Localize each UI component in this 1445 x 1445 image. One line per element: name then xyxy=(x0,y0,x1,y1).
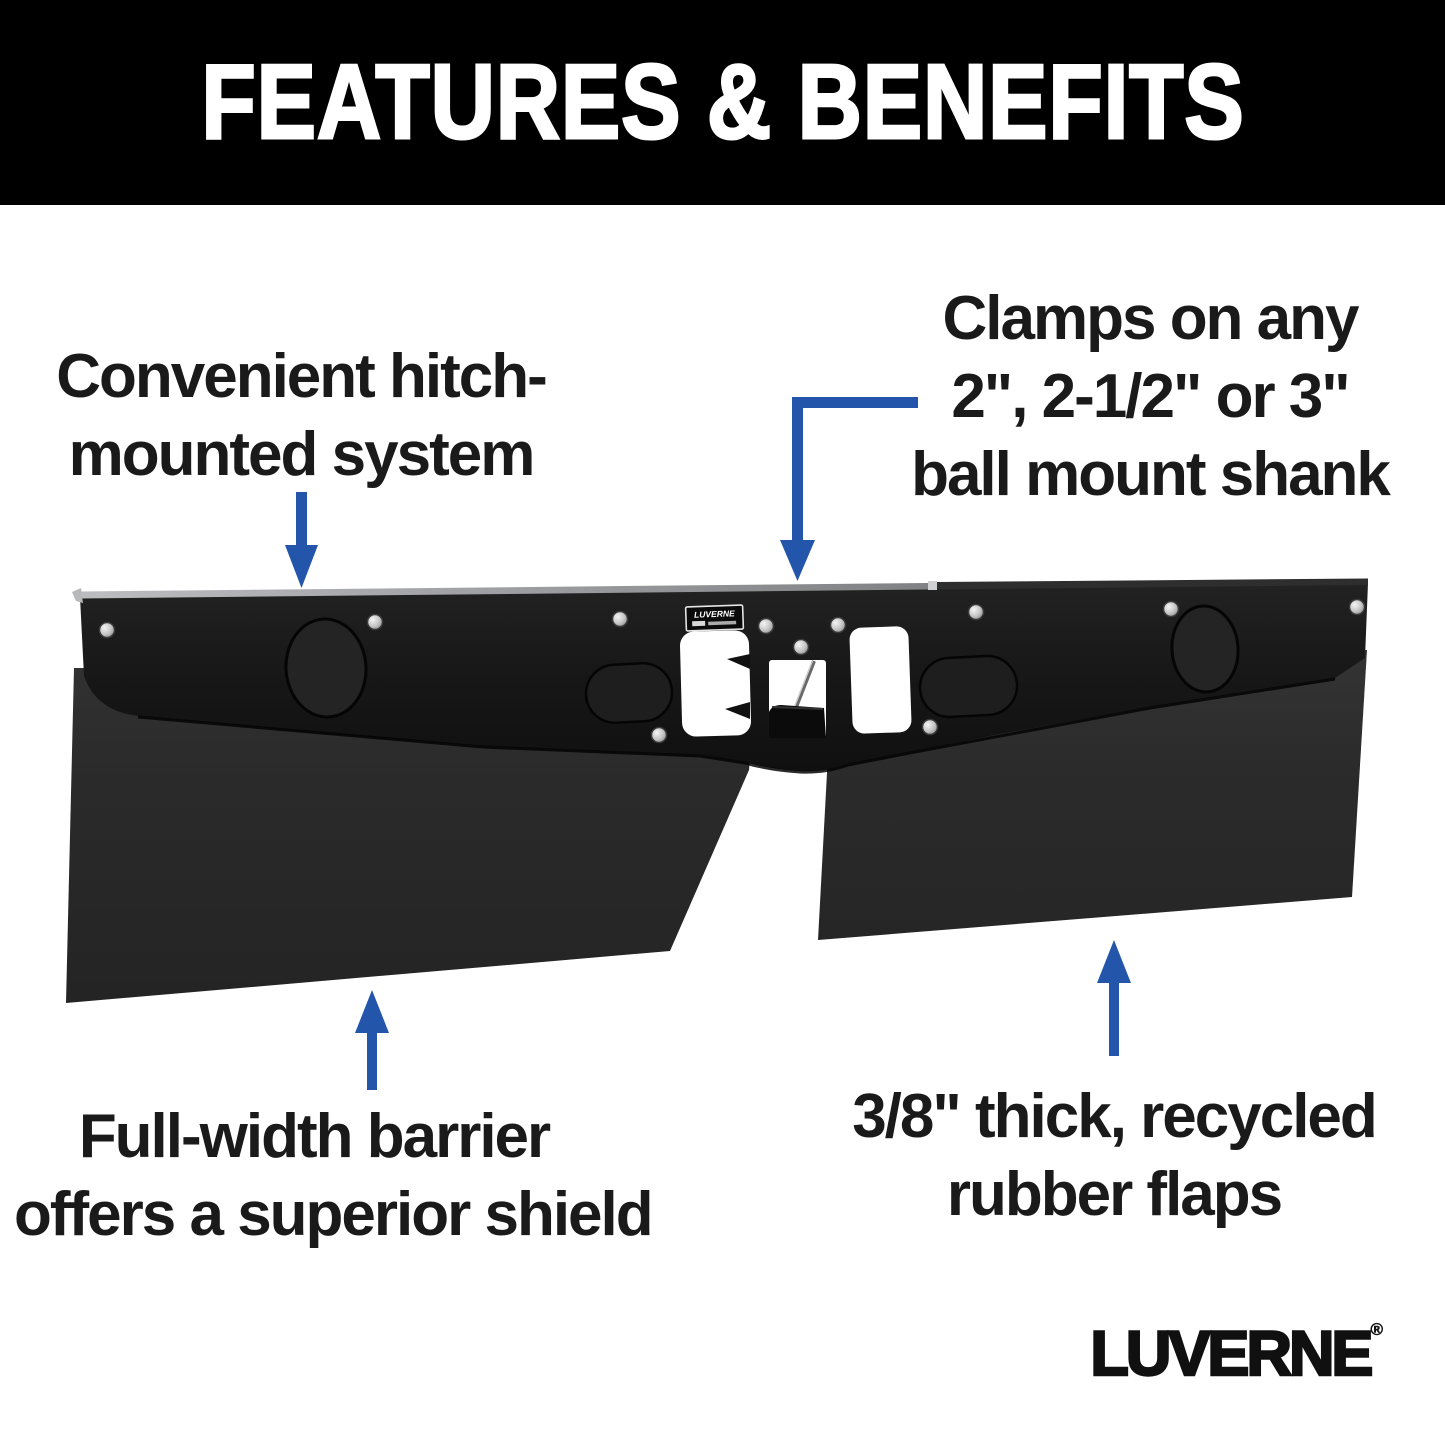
rivet xyxy=(967,603,985,621)
clamp-block xyxy=(769,705,826,738)
callout-hitch-mounted: Convenient hitch- mounted system xyxy=(0,338,602,494)
callout-line: Full-width barrier xyxy=(78,1102,551,1171)
clamp-rod-highlight xyxy=(793,660,814,708)
right-oval-cutout xyxy=(1170,604,1240,694)
brand-name: LUVERNE xyxy=(1089,1318,1375,1391)
left-oval-cutout xyxy=(284,617,368,719)
rivets xyxy=(98,598,1366,744)
callout-line: Convenient hitch- xyxy=(56,342,548,411)
callout-line: 2", 2-1/2" or 3" xyxy=(951,362,1350,431)
rivet xyxy=(1348,598,1366,616)
luverne-label-text: LUVERNE xyxy=(694,608,735,619)
rivet xyxy=(792,638,810,656)
plate-corner-tab xyxy=(72,588,83,603)
clamp-jaw-lower xyxy=(725,702,750,719)
callout-clamps-on-shank: Clamps on any 2", 2-1/2" or 3" ball moun… xyxy=(880,280,1420,514)
arrow-down-icon xyxy=(285,492,318,588)
clamp-jaw-upper xyxy=(727,654,750,669)
callout-line: mounted system xyxy=(68,420,536,489)
rivet xyxy=(757,617,775,635)
rivet xyxy=(366,613,384,631)
rivet xyxy=(921,718,939,736)
rivet xyxy=(611,610,629,628)
label-detail-bar xyxy=(708,620,737,626)
callout-line: offers a superior shield xyxy=(14,1180,654,1249)
plate-flap-seam xyxy=(137,677,1336,774)
page-title: FEATURES & BENEFITS xyxy=(200,42,1245,163)
callout-line: 3/8" thick, recycled xyxy=(852,1082,1378,1151)
right-slot-cutout xyxy=(918,654,1019,719)
plate-top-edge xyxy=(80,583,928,599)
left-slot-cutout xyxy=(584,662,674,724)
registered-trademark-symbol: ® xyxy=(1370,1320,1383,1340)
arrow-up-right-icon xyxy=(1097,940,1131,1056)
header-bar: FEATURES & BENEFITS xyxy=(0,0,1445,205)
label-detail-bar xyxy=(692,620,706,627)
rivet xyxy=(98,621,116,639)
callout-full-width-barrier: Full-width barrier offers a superior shi… xyxy=(14,1098,654,1254)
right-window-cutout xyxy=(849,626,912,734)
plate-top-notch xyxy=(928,581,937,590)
rivet xyxy=(650,726,668,744)
arrow-elbow-icon xyxy=(780,397,918,581)
clamp-block-edge xyxy=(771,706,824,710)
callout-rubber-flaps: 3/8" thick, recycled rubber flaps xyxy=(844,1078,1384,1234)
rivet xyxy=(1162,600,1180,618)
left-window-cutout xyxy=(680,630,752,737)
callout-line: ball mount shank xyxy=(911,440,1391,509)
callout-line: Clamps on any xyxy=(942,284,1360,353)
luverne-logo: LUVERNE® xyxy=(1089,1318,1383,1391)
clamp-rod xyxy=(794,660,816,708)
luverne-spec-label: LUVERNE xyxy=(684,604,745,632)
callout-line: rubber flaps xyxy=(946,1160,1283,1229)
arrow-up-left-icon xyxy=(355,990,389,1090)
rivet xyxy=(829,616,847,634)
plate-top-edge-dark xyxy=(937,578,1368,590)
